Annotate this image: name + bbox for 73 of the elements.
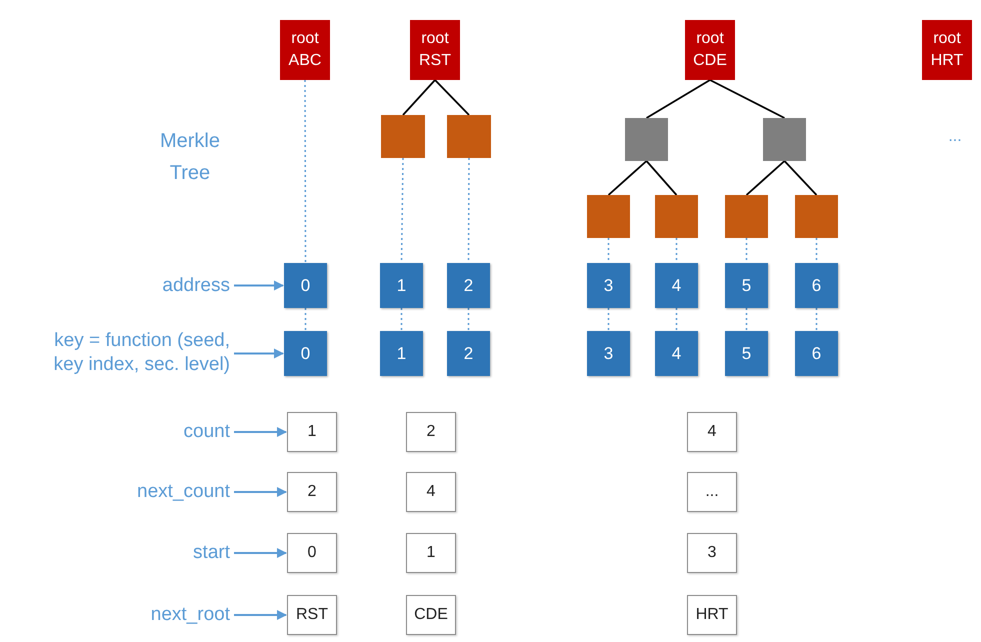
arrow (234, 280, 284, 290)
value-box: RST (287, 595, 337, 635)
value-box: 3 (687, 533, 737, 573)
tree-node-box (587, 195, 630, 238)
tree-node-box (381, 115, 425, 158)
key-box: 3 (587, 263, 630, 308)
key-box: 6 (795, 331, 838, 376)
tree-branch-line (784, 160, 818, 196)
dotted-connector (676, 308, 678, 331)
tree-node-box (625, 118, 668, 161)
tree-branch-line (434, 79, 470, 116)
root-box: root CDE (685, 20, 735, 80)
dotted-connector (746, 238, 748, 263)
row-label: start (0, 533, 230, 573)
dotted-connector (608, 238, 610, 263)
dotted-connector (816, 238, 818, 263)
dotted-connector (304, 80, 306, 263)
arrow (234, 548, 287, 558)
arrow (234, 487, 287, 497)
tree-branch-line (646, 79, 710, 119)
value-box: 1 (287, 412, 337, 452)
tree-node-box (795, 195, 838, 238)
row-label: address (0, 268, 230, 304)
row-label: next_root (0, 595, 230, 635)
tree-branch-line (710, 79, 785, 119)
dotted-connector (304, 308, 306, 331)
tree-node-box (447, 115, 491, 158)
value-box: CDE (406, 595, 456, 635)
tree-branch-line (402, 79, 436, 116)
value-box: ... (687, 472, 737, 512)
root-box: root HRT (922, 20, 972, 80)
tree-node-box (655, 195, 698, 238)
key-box: 2 (447, 263, 490, 308)
tree-node-box (725, 195, 768, 238)
dotted-connector (816, 308, 818, 331)
tree-branch-line (608, 160, 648, 196)
key-box: 1 (380, 263, 423, 308)
value-box: 0 (287, 533, 337, 573)
value-box: 2 (406, 412, 456, 452)
value-box: 1 (406, 533, 456, 573)
value-box: 2 (287, 472, 337, 512)
row-label: next_count (0, 472, 230, 512)
dotted-connector (468, 158, 470, 263)
value-box: HRT (687, 595, 737, 635)
key-box: 6 (795, 263, 838, 308)
dotted-connector (676, 238, 678, 263)
arrow (234, 348, 284, 358)
key-box: 4 (655, 331, 698, 376)
dotted-connector (746, 308, 748, 331)
row-label: count (0, 412, 230, 452)
key-box: 1 (380, 331, 423, 376)
value-box: 4 (687, 412, 737, 452)
dotted-connector (400, 308, 402, 331)
row-label: key = function (seed, key index, sec. level) (0, 328, 230, 378)
dotted-connector (608, 308, 610, 331)
key-box: 3 (587, 331, 630, 376)
diagram-label: Merkle Tree (158, 129, 221, 186)
root-box: root ABC (280, 20, 330, 80)
key-box: 0 (284, 331, 327, 376)
root-box: root RST (410, 20, 460, 80)
dotted-connector (468, 308, 470, 331)
key-box: 5 (725, 331, 768, 376)
arrow (234, 427, 287, 437)
ellipsis-label: ... (947, 127, 963, 147)
value-box: 4 (406, 472, 456, 512)
tree-node-box (763, 118, 806, 161)
arrow (234, 610, 287, 620)
key-box: 4 (655, 263, 698, 308)
tree-branch-line (746, 160, 786, 196)
tree-branch-line (646, 160, 678, 196)
key-box: 5 (725, 263, 768, 308)
key-box: 0 (284, 263, 327, 308)
key-box: 2 (447, 331, 490, 376)
